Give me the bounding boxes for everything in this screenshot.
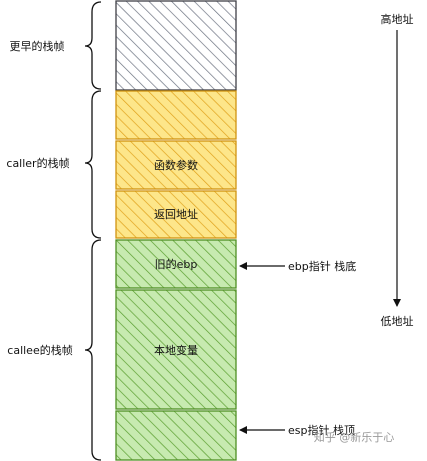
high-address-label: 高地址 <box>381 12 414 26</box>
frame-label-callee: callee的栈帧 <box>7 343 72 357</box>
block-callee-bottom <box>115 410 237 461</box>
brace-earlier <box>84 1 102 90</box>
low-address-label: 低地址 <box>381 314 414 328</box>
block-return-address <box>115 190 237 239</box>
block-caller-top <box>115 90 237 140</box>
brace-caller <box>84 90 102 239</box>
esp-pointer-label: esp指针 栈顶 <box>288 423 355 437</box>
block-earlier-frame <box>115 0 237 91</box>
label-return-address: 返回地址 <box>154 207 198 221</box>
frame-label-earlier: 更早的栈帧 <box>10 39 65 53</box>
brace-callee <box>84 239 102 461</box>
label-function-args: 函数参数 <box>154 158 198 172</box>
block-function-args <box>115 140 237 190</box>
label-old-ebp: 旧的ebp <box>155 257 198 271</box>
frame-label-caller: caller的栈帧 <box>6 156 69 170</box>
label-local-variables: 本地变量 <box>154 343 198 357</box>
ebp-pointer-label: ebp指针 栈底 <box>288 259 356 273</box>
block-old-ebp <box>115 239 237 289</box>
watermark: 知乎 @新乐于心 <box>314 430 395 444</box>
block-local-variables <box>115 289 237 410</box>
